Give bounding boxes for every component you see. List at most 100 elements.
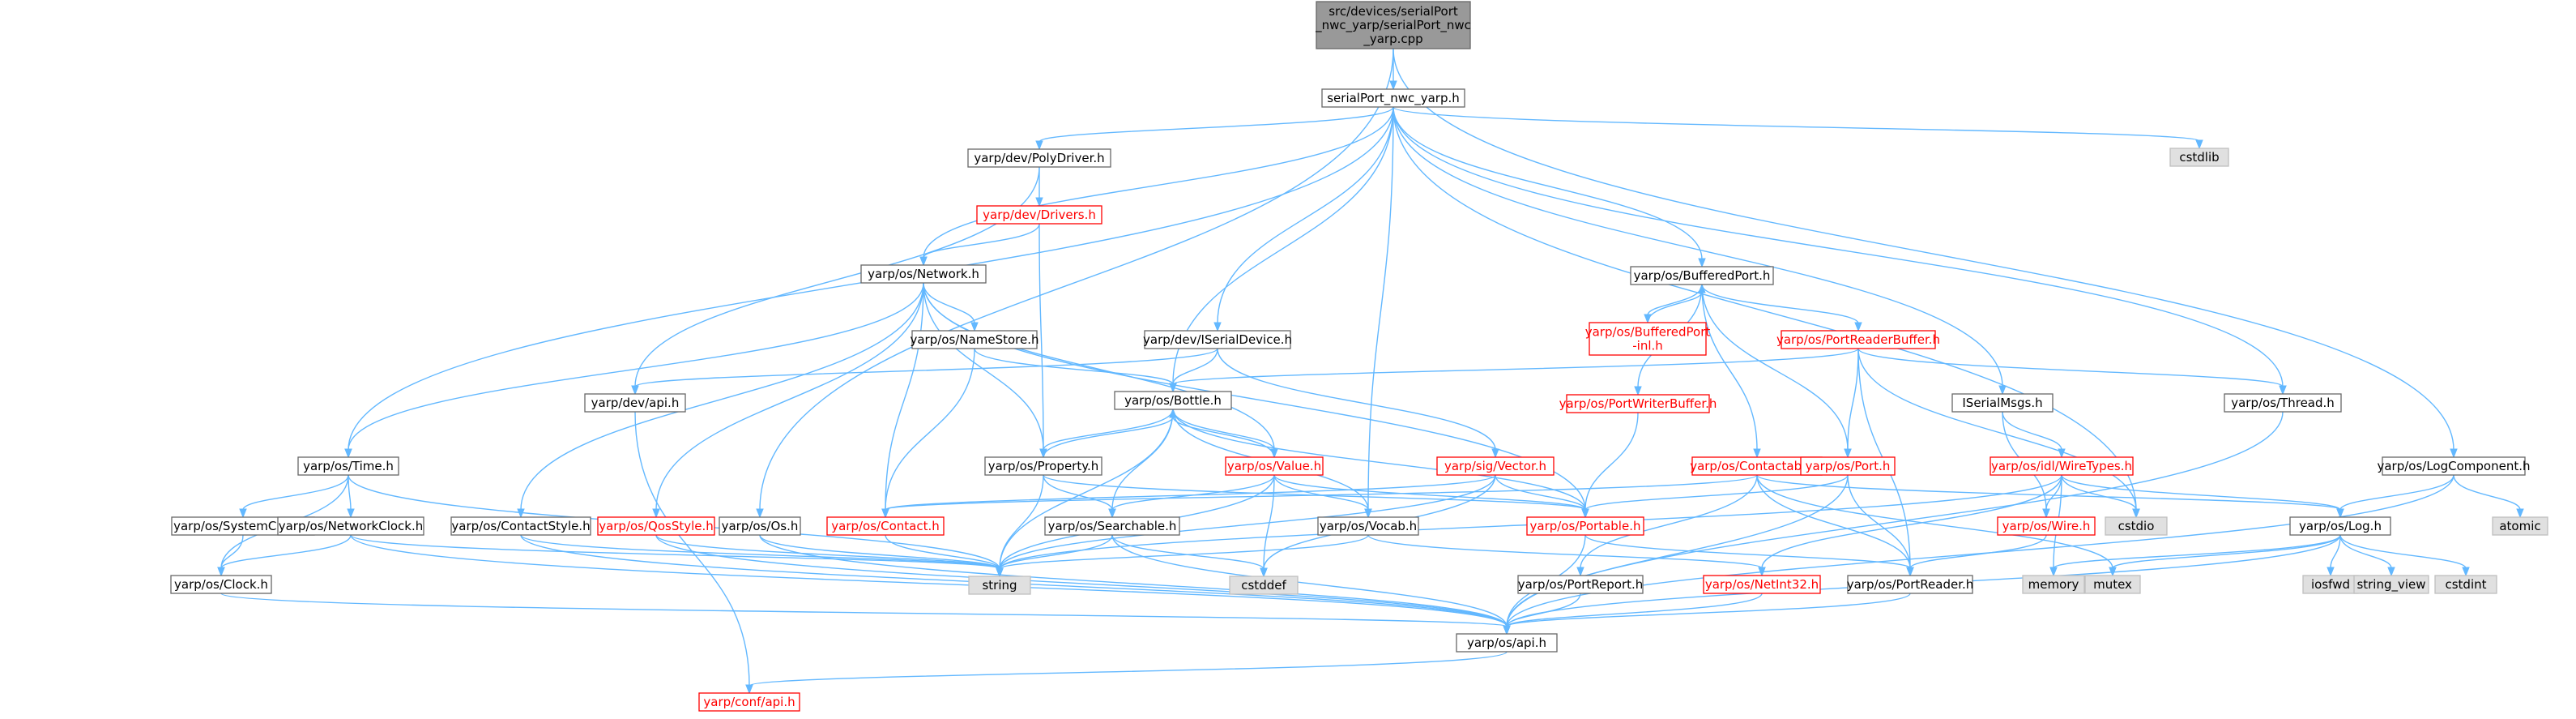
arrowhead-contactable-to-portreport <box>1576 567 1584 577</box>
node-yarp-dev-api-h[interactable]: yarp/dev/api.h <box>584 393 686 413</box>
node-label: yarp/os/Thread.h <box>2231 396 2335 410</box>
edge-searchable-to-osapi <box>1111 534 1508 627</box>
node-label: yarp/os/Log.h <box>2299 519 2382 533</box>
node-yarp-os-thread-h[interactable]: yarp/os/Thread.h <box>2224 393 2342 413</box>
node-serialport-nwc-yarp-h[interactable]: serialPort_nwc_yarp.h <box>1321 88 1465 108</box>
node-yarp-os-clock-h[interactable]: yarp/os/Clock.h <box>170 575 272 594</box>
node-string: string <box>968 576 1031 595</box>
node-box <box>2492 516 2548 536</box>
node-box <box>1317 516 1419 536</box>
node-box <box>2382 456 2526 476</box>
edge-network-to-qosstyle <box>655 282 924 511</box>
edge-wiretypes-to-cstdio <box>2061 474 2137 511</box>
node-label: atomic <box>2499 519 2540 533</box>
node-box <box>2084 575 2141 594</box>
arrowhead-serialport_h-to-polydriver <box>1035 140 1043 151</box>
node-yarp-os-portreport-h[interactable]: yarp/os/PortReport.h <box>1517 575 1644 594</box>
node-iosfwd: iosfwd <box>2302 575 2359 594</box>
node-box <box>597 516 715 536</box>
node-label: yarp/conf/api.h <box>703 695 795 709</box>
node-box <box>2105 516 2168 536</box>
node-box <box>450 516 591 536</box>
node-label: _yarp.cpp <box>1363 32 1422 47</box>
node-yarp-os-api-h[interactable]: yarp/os/api.h <box>1456 633 1558 653</box>
node-label: yarp/os/Contactable.h <box>1690 459 1824 473</box>
node-yarp-os-property-h[interactable]: yarp/os/Property.h <box>984 456 1102 476</box>
node-yarp-os-contact-h[interactable]: yarp/os/Contact.h <box>826 516 945 536</box>
node-yarp-os-contactstyle-h[interactable]: yarp/os/ContactStyle.h <box>450 516 591 536</box>
node-yarp-os-searchable-h[interactable]: yarp/os/Searchable.h <box>1044 516 1180 536</box>
node-yarp-os-wire-h[interactable]: yarp/os/Wire.h <box>1997 516 2096 536</box>
node-label: yarp/dev/api.h <box>591 396 680 410</box>
edge-os-to-osapi <box>759 534 1508 627</box>
node-label: yarp/os/Os.h <box>722 519 799 533</box>
node-box <box>1144 330 1291 349</box>
node-yarp-os-networkclock-h[interactable]: yarp/os/NetworkClock.h <box>277 516 424 536</box>
node-label: cstddef <box>1241 578 1286 593</box>
node-yarp-os-logcomponent-h[interactable]: yarp/os/LogComponent.h <box>2377 456 2531 476</box>
edge-property-to-bottle <box>1043 416 1174 458</box>
arrowhead-iserialdevice-to-devapi <box>631 385 639 396</box>
node-yarp-os-contactable-h[interactable]: yarp/os/Contactable.h <box>1690 456 1824 476</box>
edge-serialport_h-to-polydriver <box>1039 106 1394 143</box>
node-yarp-os-vocab-h[interactable]: yarp/os/Vocab.h <box>1317 516 1419 536</box>
node-label: yarp/os/Network.h <box>868 267 979 281</box>
edge-root-to-logcomponent <box>1392 48 2454 451</box>
edge-network-to-property <box>923 282 1044 451</box>
arrowhead-wiretypes-to-string <box>996 567 1004 578</box>
node-label: yarp/os/Time.h <box>303 459 394 473</box>
node-yarp-os-port-h[interactable]: yarp/os/Port.h <box>1800 456 1896 476</box>
node-yarp-os-os-h[interactable]: yarp/os/Os.h <box>719 516 801 536</box>
node-yarp-os-portwriterbuffer-h[interactable]: yarp/os/PortWriterBuffer.h <box>1559 394 1717 413</box>
edge-serialport_h-to-network <box>923 106 1394 259</box>
edge-networkclock-to-osapi <box>350 534 1508 627</box>
arrowhead-portreaderbuffer-to-bottle <box>1169 383 1177 393</box>
node-iserialmsgs-h[interactable]: ISerialMsgs.h <box>1951 393 2054 413</box>
node-label: ISerialMsgs.h <box>1962 396 2042 410</box>
node-yarp-os-bottle-h[interactable]: yarp/os/Bottle.h <box>1114 391 1232 410</box>
edge-clock-to-osapi <box>220 593 1508 627</box>
node-yarp-sig-vector-h[interactable]: yarp/sig/Vector.h <box>1436 456 1555 476</box>
node-box <box>1114 391 1232 410</box>
node-yarp-dev-polydriver-h[interactable]: yarp/dev/PolyDriver.h <box>967 148 1111 168</box>
node-yarp-os-portreader-h[interactable]: yarp/os/PortReader.h <box>1847 575 1974 594</box>
arrowhead-serialport_h-to-iserialmsgs <box>1998 385 2007 396</box>
arrowhead-value-to-searchable <box>1108 508 1116 519</box>
node-yarp-os-time-h[interactable]: yarp/os/Time.h <box>297 456 399 476</box>
node-yarp-conf-api-h[interactable]: yarp/conf/api.h <box>698 692 800 712</box>
edge-network-to-namestore <box>923 282 975 324</box>
node-box <box>1997 516 2096 536</box>
edge-sigvector-to-portable <box>1495 474 1586 511</box>
node-yarp-os-namestore-h[interactable]: yarp/os/NameStore.h <box>910 330 1039 349</box>
node-label: mutex <box>2093 577 2132 592</box>
node-mutex: mutex <box>2084 575 2141 594</box>
node-cstddef: cstddef <box>1229 576 1299 595</box>
node-label: yarp/os/PortReaderBuffer.h <box>1776 332 1940 347</box>
edge-serialport_h-to-cstdio <box>1392 106 2137 511</box>
node-yarp-os-portreaderbuffer-h[interactable]: yarp/os/PortReaderBuffer.h <box>1776 330 1940 349</box>
arrowhead-portreaderbuffer-to-thread <box>2279 385 2287 396</box>
node-label: yarp/os/PortReader.h <box>1847 577 1974 592</box>
node-yarp-os-idl-wiretypes-h[interactable]: yarp/os/idl/WireTypes.h <box>1990 456 2134 476</box>
node-yarp-os-bufferedport-inl-h[interactable]: yarp/os/BufferedPort-inl.h <box>1585 322 1711 356</box>
node-box <box>2169 148 2229 167</box>
node-yarp-os-value-h[interactable]: yarp/os/Value.h <box>1225 456 1324 476</box>
node-yarp-os-bufferedport-h[interactable]: yarp/os/BufferedPort.h <box>1630 266 1774 285</box>
arrowhead-log-to-memory <box>2049 567 2058 577</box>
node-box <box>1566 394 1710 413</box>
edge-qosstyle-to-string <box>655 534 1000 570</box>
node-yarp-dev-iserialdevice-h[interactable]: yarp/dev/ISerialDevice.h <box>1143 330 1292 349</box>
node-yarp-os-portable-h[interactable]: yarp/os/Portable.h <box>1526 516 1644 536</box>
node-box <box>976 205 1102 225</box>
arrowhead-wiretypes-to-wire <box>2042 508 2050 519</box>
node-yarp-dev-drivers-h[interactable]: yarp/dev/Drivers.h <box>976 205 1102 225</box>
node-label: string <box>982 578 1017 593</box>
node-yarp-os-log-h[interactable]: yarp/os/Log.h <box>2289 516 2391 536</box>
node-yarp-os-qosstyle-h[interactable]: yarp/os/QosStyle.h <box>597 516 715 536</box>
edge-os-to-string <box>759 534 1000 570</box>
node-yarp-os-network-h[interactable]: yarp/os/Network.h <box>860 264 987 284</box>
edge-portreaderbuffer-to-port <box>1847 348 1859 451</box>
edge-contact-to-string <box>885 534 1000 570</box>
node-yarp-os-netint32-h[interactable]: yarp/os/NetInt32.h <box>1703 575 1821 594</box>
edge-serialport_h-to-cstdlib <box>1392 106 2200 142</box>
